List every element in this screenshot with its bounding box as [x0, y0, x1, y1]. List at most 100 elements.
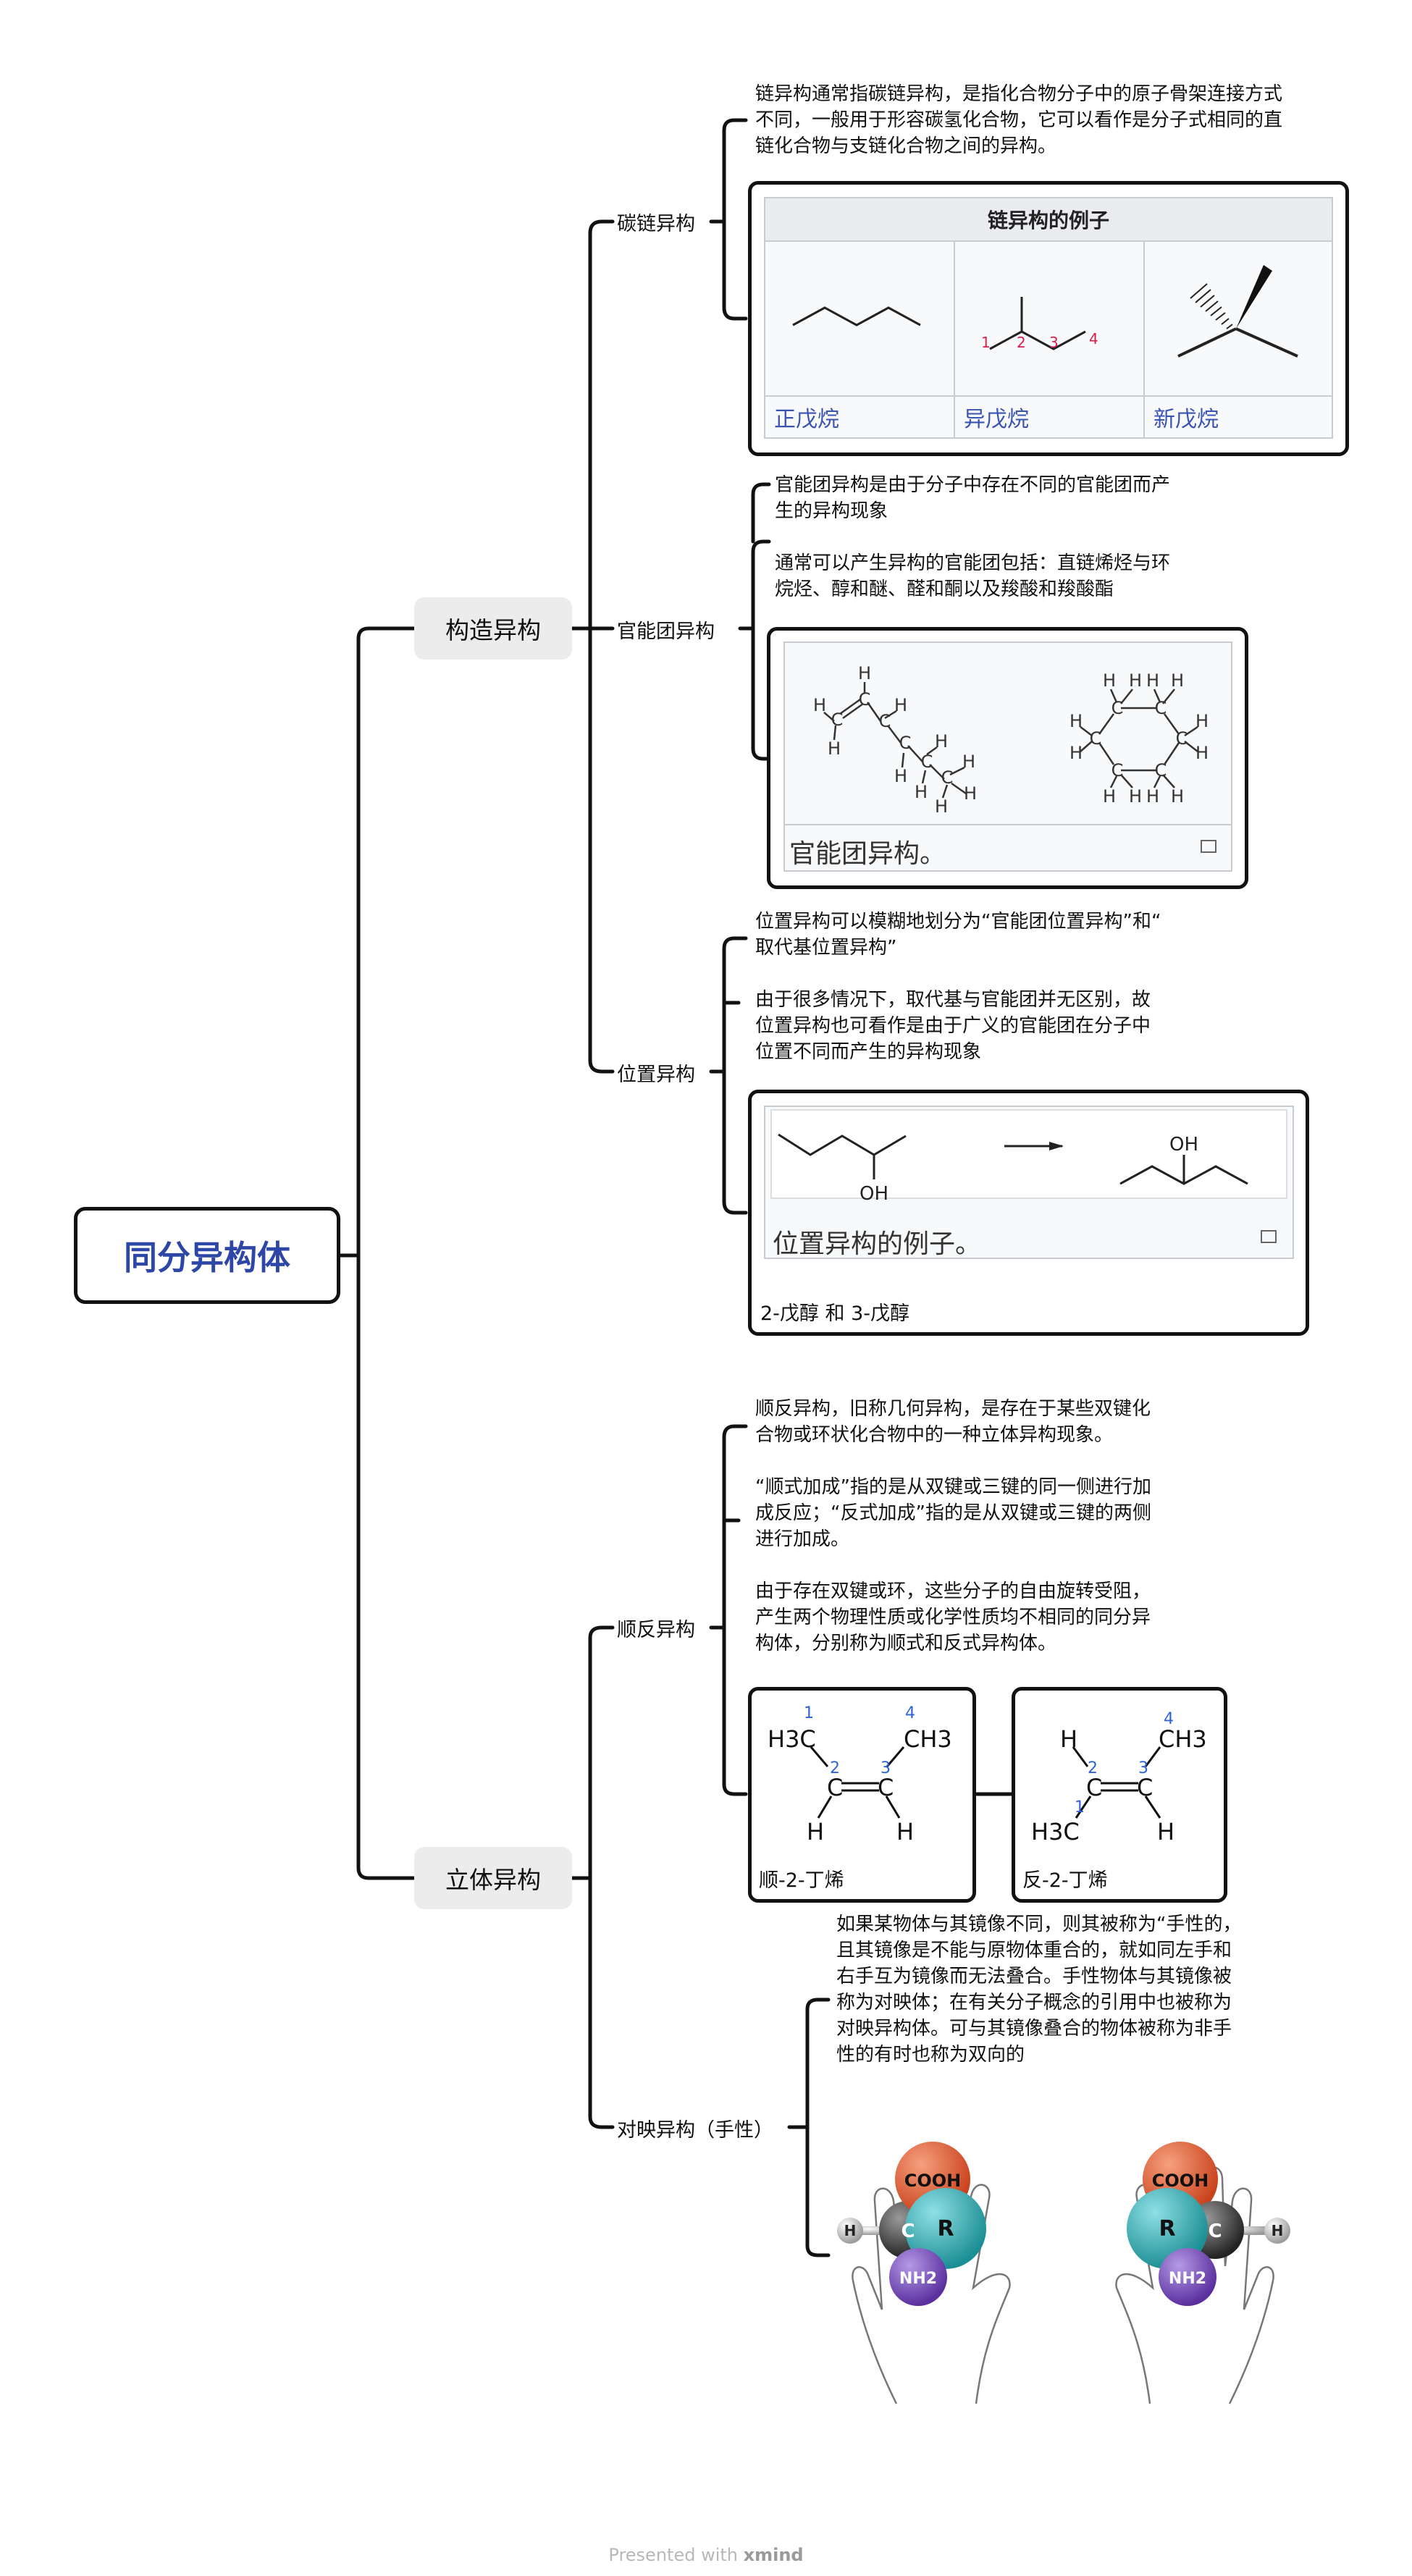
- chiral-description[interactable]: 如果某物体与其镜像不同，则其被称为“手性的， 且其镜像是不能与原物体重合的，就如…: [836, 1914, 1242, 2066]
- svg-text:H: H: [962, 752, 975, 772]
- svg-text:H: H: [1129, 786, 1142, 807]
- functional-structures: C C C C C C H H H H H H H H H H C C C C: [813, 663, 1209, 817]
- chiral-hands-image[interactable]: H C COOH R NH2 H C COOH R NH2: [831, 2100, 1295, 2411]
- functional-example-card[interactable]: C C C C C C H H H H H H H H H H C C C C: [767, 627, 1248, 889]
- enlarge-icon[interactable]: [1261, 1230, 1277, 1243]
- svg-text:R: R: [1159, 2216, 1175, 2242]
- svg-text:H3C: H3C: [1031, 1818, 1080, 1845]
- svg-text:C: C: [1155, 760, 1167, 780]
- position-description-2[interactable]: 由于很多情况下，取代基与官能团并无区别，故 位置异构也可看作是由于广义的官能团在…: [755, 989, 1151, 1063]
- svg-text:1: 1: [804, 1704, 814, 1722]
- carbon-number: 2: [1017, 334, 1026, 351]
- trans-2-butene-structure: H CH3 C C H3C H 1 2 3 4: [1031, 1710, 1207, 1845]
- link-isopentane[interactable]: 异戊烷: [964, 407, 1029, 432]
- svg-text:C: C: [879, 711, 891, 731]
- xmind-logo: xmind: [743, 2545, 804, 2565]
- svg-text:OH: OH: [1169, 1134, 1198, 1156]
- neopentane-skeleton: [1177, 327, 1237, 358]
- trans-caption: 反-2-丁烯: [1022, 1869, 1108, 1892]
- svg-text:H: H: [1157, 1818, 1174, 1845]
- topic-stereoisomerism[interactable]: 立体异构: [414, 1847, 572, 1909]
- isopentane-skeleton: [989, 330, 1086, 350]
- chain-example-card[interactable]: 链异构的例子 1 2 3 4: [748, 181, 1349, 456]
- enlarge-icon[interactable]: [1201, 840, 1216, 853]
- svg-text:C: C: [827, 1774, 843, 1801]
- topic-position-isomerism[interactable]: 位置异构: [617, 1064, 695, 1086]
- svg-text:H: H: [935, 731, 948, 752]
- topic-enantiomerism[interactable]: 对映异构（手性）: [617, 2119, 773, 2142]
- chain-example-table: 链异构的例子 1 2 3 4: [764, 197, 1333, 439]
- svg-text:H: H: [1146, 670, 1159, 691]
- functional-figure: C C C C C C H H H H H H H H H H C C C C: [783, 641, 1232, 872]
- trans-2-butene-card[interactable]: H CH3 C C H3C H 1 2 3 4 反-2-丁烯: [1012, 1687, 1227, 1903]
- svg-text:C: C: [831, 710, 844, 730]
- svg-text:C: C: [921, 752, 933, 772]
- svg-text:C: C: [1176, 728, 1188, 749]
- svg-text:H: H: [1103, 786, 1116, 807]
- svg-text:NH2: NH2: [899, 2270, 937, 2288]
- functional-description-2[interactable]: 通常可以产生异构的官能团包括：直链烯烃与环 烷烃、醇和醚、醛和酮以及羧酸和羧酸酯: [775, 552, 1171, 600]
- svg-text:C: C: [1137, 1774, 1153, 1801]
- svg-text:C: C: [1155, 698, 1167, 718]
- svg-text:H: H: [964, 783, 977, 804]
- svg-text:H: H: [858, 663, 871, 683]
- position-note: 2-戊醇 和 3-戊醇: [760, 1302, 910, 1325]
- svg-text:COOH: COOH: [1152, 2171, 1209, 2191]
- svg-text:C: C: [899, 733, 912, 753]
- svg-text:1: 1: [1075, 1798, 1085, 1817]
- svg-text:H: H: [1069, 743, 1083, 763]
- cistrans-description-2[interactable]: “顺式加成”指的是从双键或三键的同一侧进行加 成反应；“反式加成”指的是从双键或…: [755, 1476, 1151, 1550]
- svg-text:H3C: H3C: [768, 1725, 816, 1753]
- svg-text:2: 2: [1088, 1759, 1098, 1777]
- svg-text:C: C: [1111, 698, 1124, 718]
- svg-text:C: C: [941, 767, 954, 788]
- svg-text:H: H: [807, 1818, 824, 1845]
- svg-text:H: H: [1171, 670, 1184, 691]
- wedge-bond: [1236, 265, 1272, 329]
- topic-functional-isomerism[interactable]: 官能团异构: [617, 620, 715, 643]
- svg-text:H: H: [894, 766, 907, 786]
- svg-text:H: H: [1103, 670, 1116, 691]
- svg-text:OH: OH: [860, 1183, 888, 1205]
- chain-structures: 1 2 3 4: [792, 265, 1298, 358]
- svg-text:3: 3: [1138, 1759, 1148, 1777]
- svg-text:NH2: NH2: [1169, 2270, 1206, 2288]
- carbon-number: 1: [981, 334, 991, 351]
- svg-text:H: H: [1195, 743, 1209, 763]
- svg-text:C: C: [859, 689, 871, 710]
- svg-text:CH3: CH3: [904, 1725, 952, 1753]
- footer-watermark: Presented with xmind: [608, 2545, 804, 2565]
- svg-text:H: H: [1171, 786, 1184, 807]
- link-n-pentane[interactable]: 正戊烷: [774, 407, 839, 432]
- svg-text:H: H: [915, 782, 928, 802]
- svg-text:H: H: [1272, 2222, 1284, 2239]
- root-topic[interactable]: 同分异构体: [74, 1207, 340, 1304]
- svg-text:COOH: COOH: [904, 2171, 962, 2191]
- n-pentane-skeleton: [792, 306, 921, 327]
- table-title: 链异构的例子: [765, 198, 1332, 242]
- chain-description[interactable]: 链异构通常指碳链异构，是指化合物分子中的原子骨架连接方式 不同，一般用于形容碳氢…: [755, 83, 1283, 157]
- cistrans-description-3[interactable]: 由于存在双键或环，这些分子的自由旋转受阻， 产生两个物理性质或化学性质均不相同的…: [755, 1580, 1151, 1654]
- svg-text:4: 4: [1164, 1710, 1174, 1728]
- carbon-number: 3: [1049, 334, 1059, 351]
- functional-description-1[interactable]: 官能团异构是由于分子中存在不同的官能团而产 生的异构现象: [775, 474, 1171, 522]
- topic-structural-isomerism[interactable]: 构造异构: [414, 597, 572, 660]
- cis-2-butene-card[interactable]: H3C CH3 C C H H 1 2 3 4 顺-2-丁烯: [748, 1687, 976, 1903]
- svg-text:H: H: [935, 796, 948, 817]
- position-example-card[interactable]: OH OH 位置异构的例子。 2-戊醇 和 3-戊醇: [748, 1090, 1309, 1336]
- topic-cis-trans-isomerism[interactable]: 顺反异构: [617, 1619, 695, 1641]
- topic-chain-isomerism[interactable]: 碳链异构: [617, 213, 695, 235]
- svg-text:H: H: [1129, 670, 1142, 691]
- cis-caption: 顺-2-丁烯: [759, 1869, 844, 1892]
- svg-text:H: H: [896, 1818, 914, 1845]
- position-caption: 位置异构的例子。: [773, 1229, 982, 1259]
- svg-text:H: H: [894, 695, 907, 715]
- position-description-1[interactable]: 位置异构可以模糊地划分为“官能团位置异构”和“ 取代基位置异构”: [755, 911, 1161, 959]
- svg-text:H: H: [1195, 711, 1209, 731]
- carbon-number: 4: [1089, 330, 1098, 348]
- cistrans-description-1[interactable]: 顺反异构，旧称几何异构，是存在于某些双键化 合物或环状化合物中的一种立体异构现象…: [755, 1398, 1151, 1446]
- link-neopentane[interactable]: 新戊烷: [1153, 407, 1219, 432]
- svg-text:H: H: [813, 695, 826, 715]
- svg-text:2: 2: [830, 1759, 840, 1777]
